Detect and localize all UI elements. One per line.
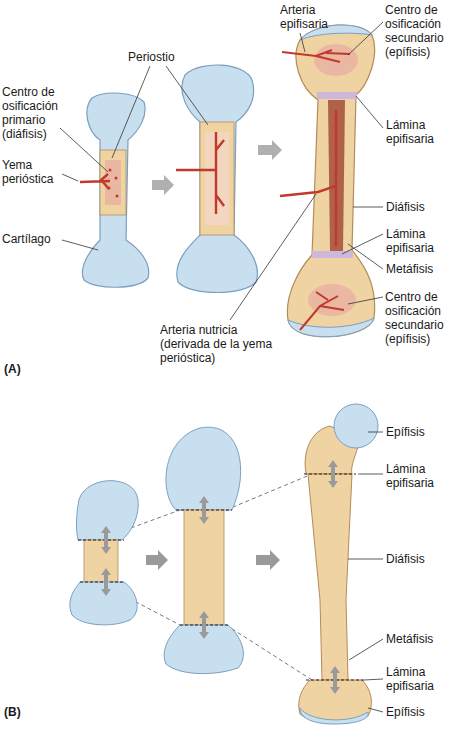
- ossifying-bone: [176, 65, 257, 293]
- part-label: Centro de osificación secundario (epífis…: [385, 3, 459, 59]
- part-label: Epífisis: [386, 705, 458, 719]
- small-bone: [70, 481, 138, 625]
- part-label: Periostio: [128, 50, 198, 64]
- part-label: Arteria nutricia (derivada de la yema pe…: [160, 323, 280, 365]
- stage-arrow: [152, 175, 174, 195]
- leader-lines: [60, 22, 383, 320]
- part-label: Epífisis: [386, 425, 458, 439]
- part-label: Diáfisis: [386, 552, 458, 566]
- part-label: Diáfisis: [386, 200, 458, 214]
- part-label: Metáfisis: [386, 262, 458, 276]
- part-label: Centro de osificación secundario (epífis…: [385, 290, 459, 346]
- part-label: Centro de osificación primario (diáfisis…: [2, 85, 76, 141]
- part-label: Metáfisis: [386, 632, 458, 646]
- part-label: Yema perióstica: [2, 158, 68, 186]
- leader-lines: [348, 432, 383, 712]
- adult-femur: [299, 404, 378, 724]
- part-label: Arteria epifisaria: [280, 3, 352, 31]
- part-label: Lámina epifisaria: [386, 118, 458, 146]
- part-label: Lámina epifisaria: [386, 462, 458, 490]
- medium-bone: [164, 427, 243, 673]
- panel-label: (A): [4, 362, 44, 376]
- part-label: Cartílago: [2, 232, 68, 246]
- panel-label: (B): [4, 705, 44, 719]
- part-label: Lámina epifisaria: [386, 665, 458, 693]
- stage-arrow: [258, 140, 282, 160]
- cartilage-model: [80, 93, 149, 287]
- growth-arrows: [101, 460, 340, 694]
- long-bone-section: [280, 25, 375, 337]
- part-label: Lámina epifisaria: [386, 227, 458, 255]
